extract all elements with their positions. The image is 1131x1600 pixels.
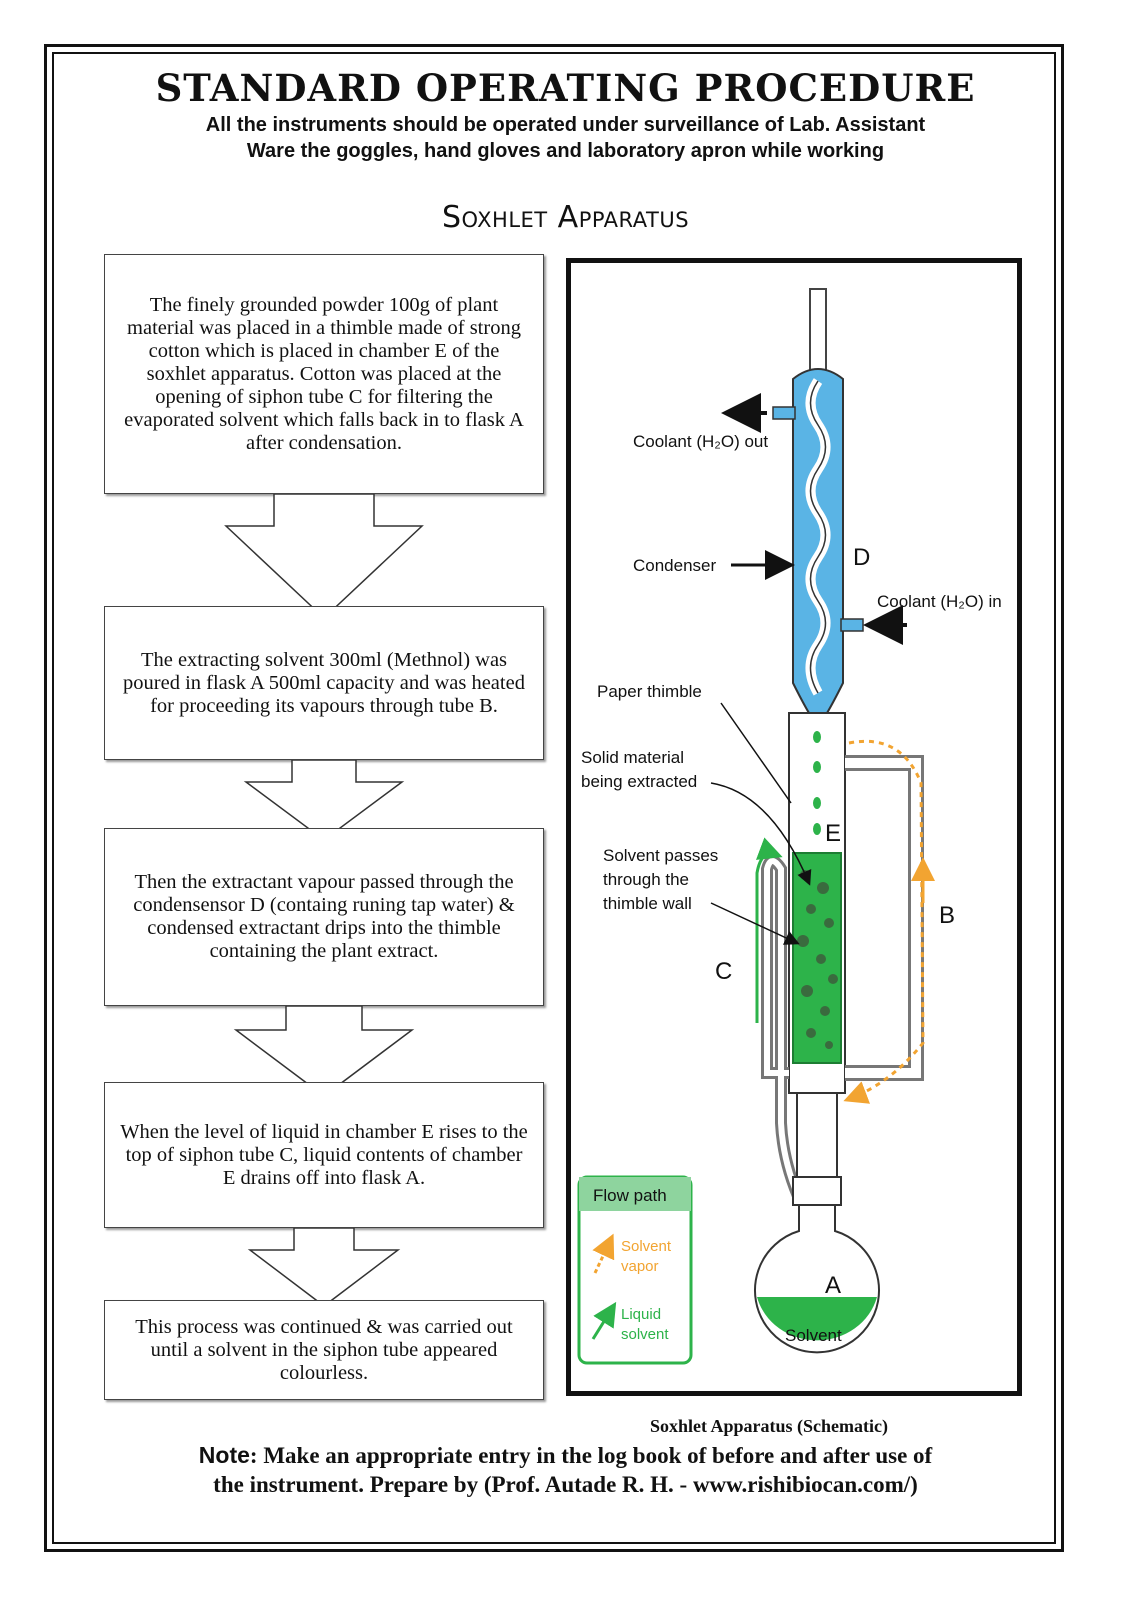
label-passes-1: Solvent passes xyxy=(603,846,718,865)
note-text: : Make an appropriate entry in the log b… xyxy=(249,1443,933,1468)
soxhlet-diagram: Coolant (H₂O) out Condenser D Coolant (H… xyxy=(566,258,1022,1396)
safety-line-2: Ware the goggles, hand gloves and labora… xyxy=(246,140,885,162)
flow-arrow-2 xyxy=(243,760,405,841)
note-label: Note xyxy=(198,1442,250,1468)
label-condenser: Condenser xyxy=(633,556,717,575)
flow-step-1-text: The finely grounded powder 100g of plant… xyxy=(124,293,524,454)
coolant-out-port xyxy=(772,406,796,420)
flow-arrow-4 xyxy=(247,1228,401,1307)
label-passes-2: through the xyxy=(603,870,689,889)
flow-step-4: When the level of liquid in chamber E ri… xyxy=(104,1082,544,1228)
legend-vapor-1: Solvent xyxy=(621,1238,672,1255)
condenser-top-tube xyxy=(809,288,827,380)
legend-vapor-2: vapor xyxy=(621,1258,659,1275)
label-e: E xyxy=(825,820,841,847)
label-coolant-out: Coolant (H₂O) out xyxy=(633,432,768,451)
flow-arrow-1 xyxy=(224,494,424,620)
label-a: A xyxy=(825,1272,841,1299)
legend-liquid-1: Liquid xyxy=(621,1306,661,1323)
safety-line-1: All the instruments should be operated u… xyxy=(205,114,926,136)
label-d: D xyxy=(853,544,870,571)
legend-header xyxy=(579,1177,691,1211)
flow-step-2: The extracting solvent 300ml (Methnol) w… xyxy=(104,606,544,760)
legend-liquid-2: solvent xyxy=(621,1326,669,1343)
section-title: Soxhlet Apparatus xyxy=(441,200,690,235)
flow-step-3-text: Then the extractant vapour passed throug… xyxy=(133,871,515,962)
flow-step-5: This process was continued & was carried… xyxy=(104,1300,544,1400)
page-title: STANDARD OPERATING PROCEDURE xyxy=(155,66,976,110)
flow-step-2-text: The extracting solvent 300ml (Methnol) w… xyxy=(123,648,525,717)
label-solid-2: being extracted xyxy=(581,772,697,791)
flow-step-3: Then the extractant vapour passed throug… xyxy=(104,828,544,1006)
label-coolant-in: Coolant (H₂O) in xyxy=(877,592,1002,611)
label-c: C xyxy=(715,958,732,985)
page-border-inner xyxy=(52,52,1056,1544)
label-paper-thimble: Paper thimble xyxy=(597,682,702,701)
label-passes-3: thimble wall xyxy=(603,894,692,913)
label-solid-1: Solid material xyxy=(581,748,684,767)
flow-step-4-text: When the level of liquid in chamber E ri… xyxy=(120,1120,528,1189)
legend-title: Flow path xyxy=(593,1186,667,1205)
label-b: B xyxy=(939,902,955,929)
soxhlet-schematic: Coolant (H₂O) out Condenser D Coolant (H… xyxy=(577,288,1002,1365)
condenser-jacket xyxy=(792,368,844,714)
flask-solvent xyxy=(757,1297,877,1341)
coolant-in-port xyxy=(840,618,864,632)
page-border-outer xyxy=(44,44,1064,1552)
label-solvent: Solvent xyxy=(785,1326,842,1345)
flow-arrow-3 xyxy=(233,1006,415,1097)
flow-step-1: The finely grounded powder 100g of plant… xyxy=(104,254,544,494)
footer-note-line-1: Note: Make an appropriate entry in the l… xyxy=(0,1442,1131,1469)
diagram-caption: Soxhlet Apparatus (Schematic) xyxy=(650,1416,888,1436)
footer-note-line-2: the instrument. Prepare by (Prof. Autade… xyxy=(213,1472,918,1497)
flow-step-5-text: This process was continued & was carried… xyxy=(135,1315,513,1384)
